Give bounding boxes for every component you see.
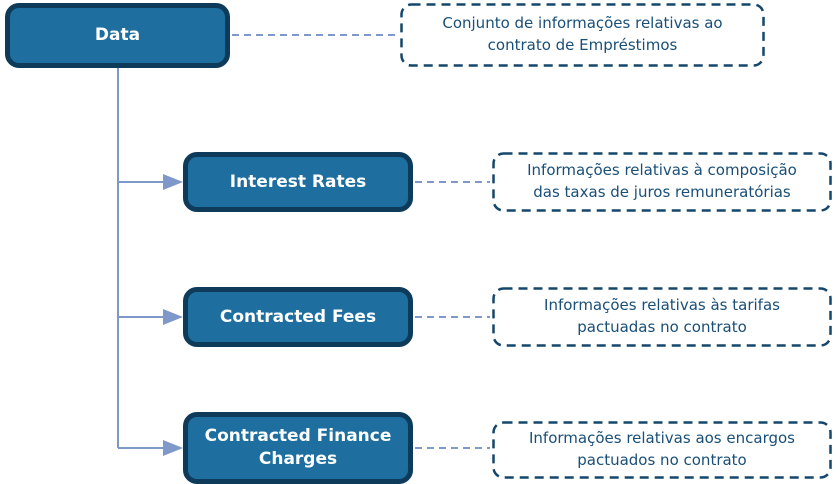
node-data: Data <box>5 3 230 68</box>
note-data-line1: Conjunto de informações relativas ao <box>442 14 723 33</box>
node-interest-rates-label: Interest Rates <box>229 171 367 192</box>
note-contracted-finance-charges: Informações relativas aos encargos pactu… <box>492 421 832 479</box>
arrowhead-icon <box>163 309 183 325</box>
note-interest-rates-line1: Informações relativas à composição <box>527 161 797 180</box>
note-contracted-finance-charges-line1: Informações relativas aos encargos <box>528 429 795 448</box>
node-contracted-finance-charges-label: Contracted Finance Charges <box>204 426 392 469</box>
note-interest-rates: Informações relativas à composição das t… <box>492 152 832 212</box>
node-data-label: Data <box>94 25 141 46</box>
note-interest-rates-line2: das taxas de juros remuneratórias <box>533 183 791 201</box>
note-data: Conjunto de informações relativas ao con… <box>400 3 765 67</box>
note-contracted-finance-charges-line2: pactuados no contrato <box>577 451 747 469</box>
note-contracted-fees-line1: Informações relativas às tarifas <box>544 296 780 315</box>
arrowhead-icon <box>163 440 183 456</box>
node-contracted-fees-label: Contracted Fees <box>219 306 377 327</box>
note-contracted-fees-line2: pactuadas no contrato <box>577 318 747 336</box>
node-contracted-fees: Contracted Fees <box>183 287 413 347</box>
arrowhead-icon <box>163 174 183 190</box>
note-contracted-fees: Informações relativas às tarifas pactuad… <box>492 287 832 347</box>
node-contracted-finance-charges: Contracted Finance Charges <box>183 412 413 484</box>
note-data-line2: contrato de Empréstimos <box>487 36 678 54</box>
node-interest-rates: Interest Rates <box>183 152 413 212</box>
